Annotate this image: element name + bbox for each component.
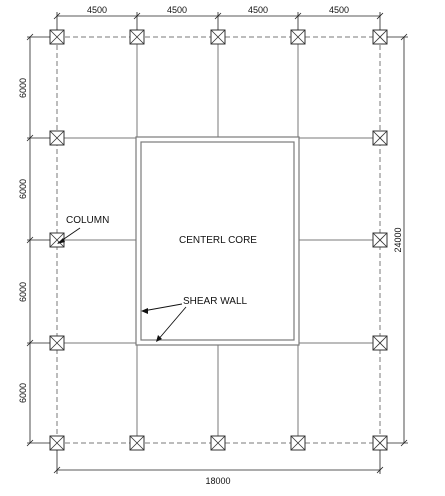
column-cross <box>49 29 65 45</box>
column-marker <box>372 232 388 248</box>
bottom-dimension: 18000 <box>53 450 384 486</box>
top-tick <box>133 12 141 20</box>
left-tick <box>26 439 34 447</box>
column-cross <box>372 335 388 351</box>
shear-wall-label: SHEAR WALL <box>183 296 248 307</box>
column-marker <box>49 29 65 45</box>
right-tick <box>400 439 408 447</box>
shear-wall-leader-line-2 <box>156 306 187 342</box>
column-cross <box>372 29 388 45</box>
column-marker <box>290 29 306 45</box>
column-cross <box>49 335 65 351</box>
column-marker <box>372 335 388 351</box>
top-tick <box>53 12 61 20</box>
column-cross <box>290 29 306 45</box>
column-marker <box>290 435 306 451</box>
bottom-tick <box>53 466 61 474</box>
column-cross <box>372 435 388 451</box>
left-tick <box>26 236 34 244</box>
column-cross <box>372 130 388 146</box>
column-marker <box>129 29 145 45</box>
column-marker <box>372 130 388 146</box>
column-label: COLUMN <box>66 215 109 226</box>
columns <box>49 29 388 451</box>
column-marker <box>210 29 226 45</box>
right-total-label: 24000 <box>393 227 403 252</box>
shear-wall-leader-arrow-2 <box>156 335 162 342</box>
left-dimension: 6000 6000 6000 6000 <box>18 33 50 447</box>
column-cross <box>290 435 306 451</box>
top-tick <box>294 12 302 20</box>
column-cross <box>129 29 145 45</box>
column-cross <box>49 435 65 451</box>
column-cross <box>210 29 226 45</box>
top-span-2-label: 4500 <box>167 5 187 15</box>
column-marker <box>49 435 65 451</box>
bottom-tick <box>376 466 384 474</box>
column-cross <box>372 232 388 248</box>
right-dimension: 24000 <box>387 33 408 447</box>
left-span-3-label: 6000 <box>18 282 28 302</box>
left-span-4-label: 6000 <box>18 383 28 403</box>
column-marker <box>129 435 145 451</box>
column-marker <box>372 435 388 451</box>
column-leader-arrow <box>57 238 65 244</box>
top-span-4-label: 4500 <box>329 5 349 15</box>
column-cross <box>129 435 145 451</box>
left-tick <box>26 339 34 347</box>
bottom-total-label: 18000 <box>205 476 230 486</box>
top-dimension: 4500 4500 4500 4500 <box>53 5 384 30</box>
column-marker <box>210 435 226 451</box>
column-marker <box>49 130 65 146</box>
top-tick <box>214 12 222 20</box>
shear-wall-leader-arrow <box>141 308 148 314</box>
column-cross <box>210 435 226 451</box>
column-marker <box>49 232 65 248</box>
top-tick <box>376 12 384 20</box>
top-span-3-label: 4500 <box>248 5 268 15</box>
column-marker <box>49 335 65 351</box>
shear-wall-leader-line <box>142 303 183 312</box>
column-marker <box>372 29 388 45</box>
left-span-2-label: 6000 <box>18 179 28 199</box>
left-tick <box>26 134 34 142</box>
right-tick <box>400 33 408 41</box>
top-span-1-label: 4500 <box>87 5 107 15</box>
core-label: CENTERL CORE <box>179 235 257 246</box>
column-cross <box>49 232 65 248</box>
column-cross <box>49 130 65 146</box>
left-span-1-label: 6000 <box>18 78 28 98</box>
left-tick <box>26 33 34 41</box>
